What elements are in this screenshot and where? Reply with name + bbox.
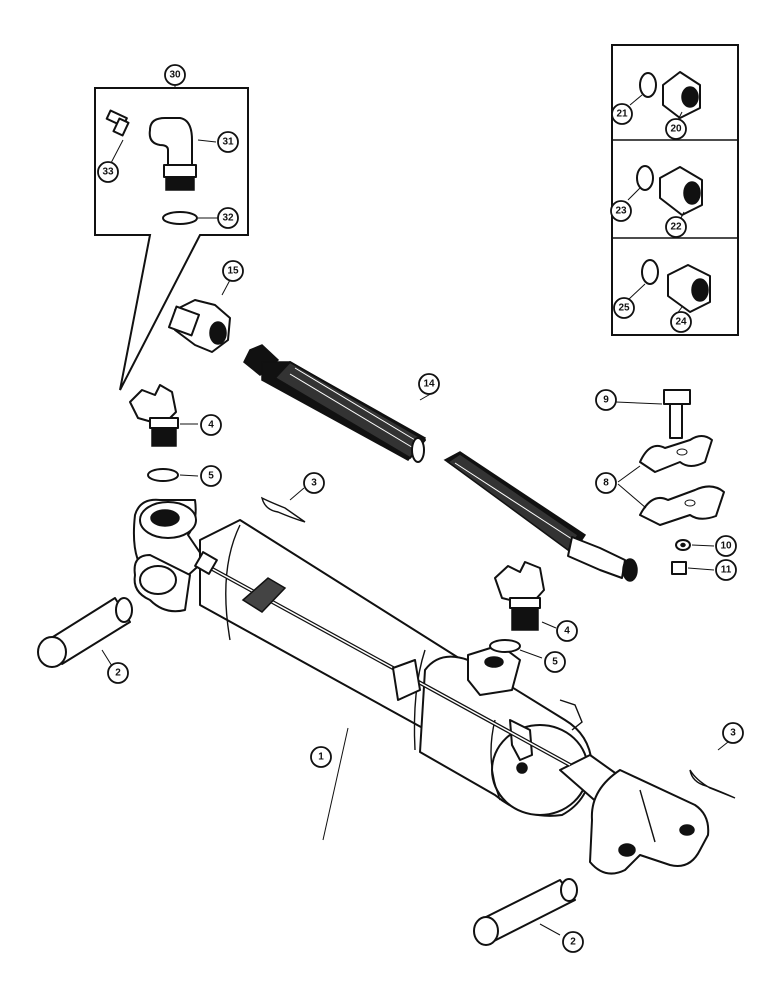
part-1-cylinder	[132, 498, 710, 875]
part-8-clamps	[617, 435, 725, 526]
svg-text:22: 22	[670, 222, 682, 233]
part-5-o-ring-right	[489, 639, 521, 653]
callout-4-right: 4	[556, 620, 578, 642]
svg-text:10: 10	[720, 541, 732, 552]
svg-text:25: 25	[618, 303, 630, 314]
callout-5-left: 5	[200, 465, 222, 487]
callout-8: 8	[595, 472, 617, 494]
callout-3-right: 3	[722, 722, 744, 744]
svg-text:20: 20	[670, 124, 682, 135]
svg-text:33: 33	[102, 167, 114, 178]
callout-22: 22	[665, 216, 687, 238]
svg-text:1: 1	[318, 752, 324, 763]
svg-text:30: 30	[169, 70, 181, 81]
callout-25: 25	[613, 297, 635, 319]
part-2-pin-upper	[37, 597, 133, 668]
part-4-elbow-right	[494, 561, 557, 631]
svg-text:32: 32	[222, 213, 234, 224]
part-10-washer	[675, 539, 715, 551]
part-2-pin-lower	[473, 878, 578, 946]
callout-5-right: 5	[544, 651, 566, 673]
callout-14: 14	[418, 373, 440, 395]
svg-text:14: 14	[423, 379, 435, 390]
part-9-bolt	[615, 389, 691, 439]
inset-20-25	[611, 44, 739, 336]
svg-text:24: 24	[675, 317, 687, 328]
part-3-clip-right	[689, 741, 736, 799]
callout-33: 33	[97, 161, 119, 183]
callout-3-upper: 3	[303, 472, 325, 494]
callout-20: 20	[665, 118, 687, 140]
callout-4-left: 4	[200, 414, 222, 436]
svg-text:2: 2	[570, 937, 576, 948]
callout-9: 9	[595, 389, 617, 411]
svg-text:2: 2	[115, 668, 121, 679]
svg-text:3: 3	[311, 478, 317, 489]
part-33-fitting	[105, 109, 130, 137]
part-31-elbow	[148, 117, 197, 191]
callout-1: 1	[310, 746, 332, 768]
svg-text:4: 4	[564, 626, 570, 637]
callout-24: 24	[670, 311, 692, 333]
callout-31: 31	[217, 131, 239, 153]
callout-30: 30	[164, 64, 186, 86]
svg-text:9: 9	[603, 395, 609, 406]
callout-2-upper: 2	[107, 662, 129, 684]
part-32-o-ring	[162, 211, 198, 225]
callout-2-lower: 2	[562, 931, 584, 953]
callout-15: 15	[222, 260, 244, 282]
svg-text:5: 5	[552, 657, 558, 668]
svg-text:31: 31	[222, 137, 234, 148]
callout-21: 21	[611, 103, 633, 125]
part-11-nut	[671, 561, 715, 575]
part-15-fitting	[167, 279, 231, 353]
part-4-elbow-left	[129, 384, 198, 447]
svg-text:3: 3	[730, 728, 736, 739]
svg-text:11: 11	[721, 565, 732, 576]
svg-text:15: 15	[227, 266, 239, 277]
svg-text:21: 21	[616, 109, 628, 120]
callout-32: 32	[217, 207, 239, 229]
callout-23: 23	[610, 200, 632, 222]
part-14-hose	[243, 344, 638, 582]
part-5-o-ring-left	[147, 468, 179, 482]
svg-text:8: 8	[603, 478, 609, 489]
callout-10: 10	[715, 535, 737, 557]
svg-text:5: 5	[208, 471, 214, 482]
callout-11: 11	[715, 559, 737, 581]
svg-text:23: 23	[615, 206, 627, 217]
svg-text:4: 4	[208, 420, 214, 431]
part-3-clip-upper	[260, 487, 306, 523]
inset-30	[94, 84, 249, 391]
